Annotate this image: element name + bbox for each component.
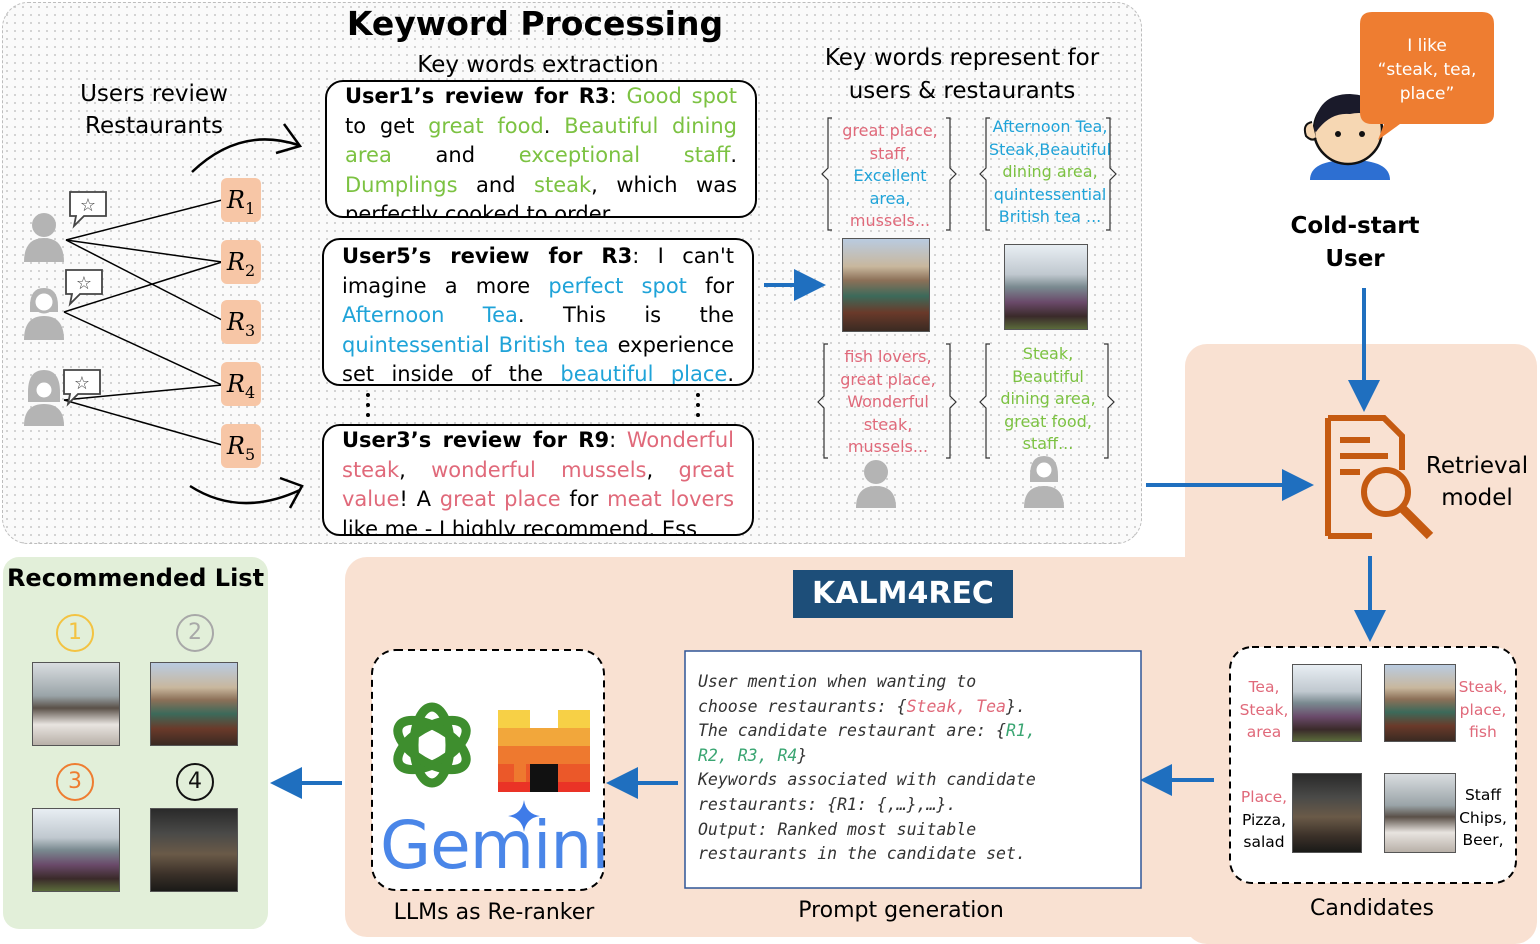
candidates-label: Candidates	[1310, 896, 1434, 921]
key-words-represent-line2: users & restaurants	[848, 78, 1076, 104]
gemini-sparkle-icon	[508, 800, 540, 832]
prompt-box	[684, 650, 1142, 889]
candidate-keywords-2: Steak,place,fish	[1458, 678, 1508, 741]
curved-arrow-top	[191, 123, 303, 173]
user-icon	[24, 288, 64, 340]
user-icon	[1024, 456, 1064, 508]
gemini-logo: Gemini	[380, 807, 610, 884]
candidate-photo-1	[1292, 664, 1362, 742]
star-speech-icon: ☆	[63, 369, 101, 407]
users-review-label: Users review Restaurants	[64, 78, 244, 142]
review-card-user3: User3’s review for R9: Wonderful steak, …	[322, 424, 754, 536]
rank-1-badge: 1	[56, 614, 94, 652]
restaurant-node-r2: R2	[221, 240, 261, 284]
mistral-logo	[498, 710, 590, 792]
user-icon	[856, 460, 896, 508]
recommended-photo-4	[150, 808, 238, 892]
candidate-photo-3	[1292, 773, 1362, 853]
prompt-text: User mention when wanting to choose rest…	[698, 672, 1036, 864]
openai-logo	[393, 702, 471, 788]
restaurant-node-r3: R3	[221, 300, 261, 344]
rank-2-badge: 2	[176, 614, 214, 652]
user-icon	[24, 370, 64, 426]
recommended-photo-3	[32, 808, 120, 892]
restaurant-photo-window	[1004, 244, 1088, 330]
llms-reranker-label: LLMs as Re-ranker	[393, 900, 595, 925]
candidate-photo-4	[1384, 773, 1456, 853]
user-icon	[24, 213, 64, 262]
svg-text:☆: ☆	[74, 373, 90, 394]
vertical-ellipsis	[366, 393, 700, 417]
rank-4-badge: 4	[176, 763, 214, 801]
restaurant-photo-terrace	[842, 238, 930, 332]
svg-text:☆: ☆	[80, 195, 96, 216]
speech-bubble	[1360, 12, 1494, 140]
restaurant-node-r5: R5	[221, 424, 261, 468]
recommended-photo-1	[32, 662, 120, 746]
key-words-extraction-label: Key words extraction	[417, 52, 659, 78]
users-review-label-line1: Users review	[80, 81, 228, 107]
candidate-keywords-1: Tea,Steak,area	[1239, 678, 1289, 741]
users-review-label-line2: Restaurants	[85, 113, 223, 139]
speech-bubble-text: I like“steak, tea,place”	[1377, 36, 1477, 104]
keyword-group-2: Afternoon Tea,Steak,Beautiful dining are…	[988, 117, 1112, 226]
recommended-list-title: Recommended List	[6, 564, 265, 592]
curved-arrow-bottom	[189, 476, 304, 509]
kalm4rec-label: KALM4REC	[793, 570, 1013, 618]
svg-text:☆: ☆	[76, 273, 92, 294]
keyword-brackets	[817, 117, 1117, 459]
candidate-photo-2	[1384, 664, 1456, 742]
restaurant-node-r1: R1	[221, 178, 261, 222]
star-speech-icon: ☆	[69, 191, 107, 229]
recommended-photo-2	[150, 662, 238, 746]
key-words-represent-label: Key words represent for users & restaura…	[812, 42, 1112, 108]
review-card-user1: User1’s review for R3: Good spot to get …	[325, 80, 757, 218]
candidate-keywords-3: Place,Pizza,salad	[1240, 788, 1288, 851]
key-words-represent-line1: Key words represent for	[824, 45, 1100, 71]
title: Keyword Processing	[346, 4, 724, 43]
user-restaurant-edges	[63, 199, 223, 446]
retrieval-document-search-icon	[1325, 415, 1434, 540]
review-card-user5: User5’s review for R3: I can't imagine a…	[322, 238, 754, 386]
star-speech-icon: ☆	[65, 269, 103, 307]
keyword-group-4: Steak,Beautiful dining area,great food, …	[1000, 344, 1096, 453]
prompt-generation-label: Prompt generation	[798, 898, 1004, 923]
rank-3-badge: 3	[56, 763, 94, 801]
restaurant-node-r4: R4	[221, 362, 261, 406]
